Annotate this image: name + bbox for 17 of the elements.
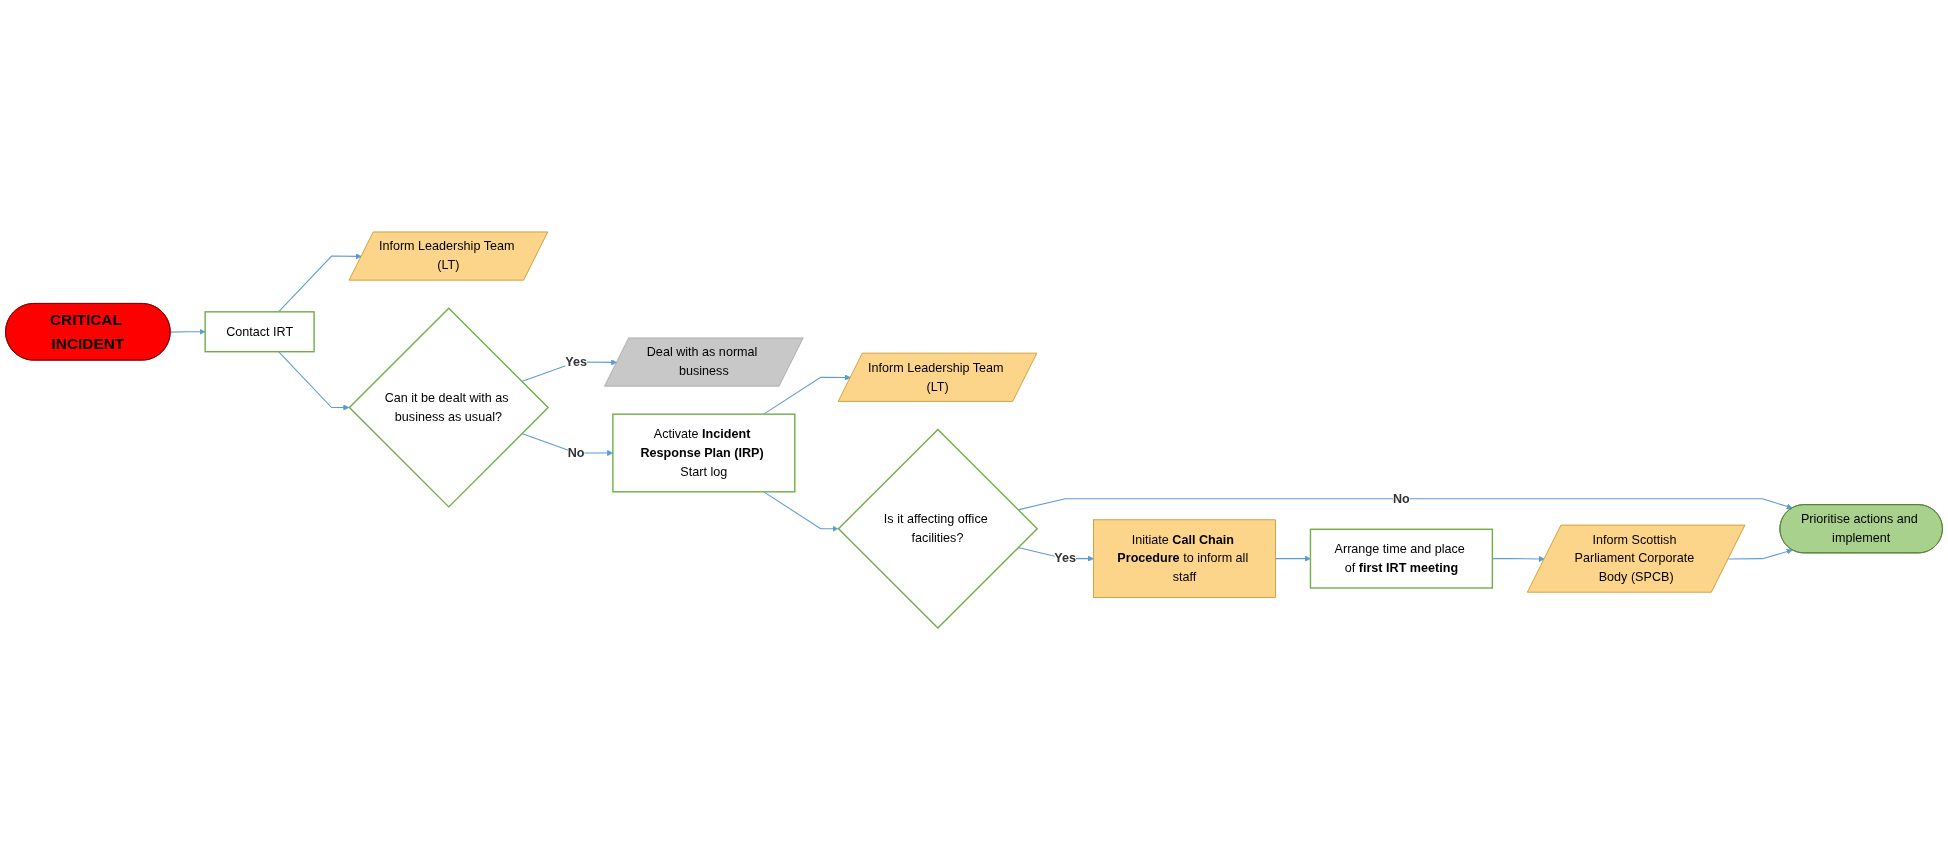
node-diamond: Is it affecting office facilities? — [837, 428, 1039, 630]
arrow — [763, 491, 839, 532]
node-box: Activate Incident Response Plan (IRP) Start log — [612, 413, 796, 493]
arrow — [1017, 498, 1793, 511]
edge-label: No — [1393, 491, 1410, 506]
arrow — [1728, 548, 1793, 560]
node-box: Initiate Call Chain Procedure to inform all staff — [1093, 519, 1276, 598]
arrow — [278, 351, 350, 411]
node-box: Contact IRT — [204, 311, 315, 353]
arrow — [1274, 555, 1311, 562]
edge-label: Yes — [565, 354, 587, 369]
node-box: Arrange time and place of first IRT meeting — [1309, 528, 1494, 589]
edge-label: No — [567, 445, 585, 460]
edge-label: Yes — [1054, 551, 1077, 566]
arrow — [170, 328, 206, 335]
arrow — [278, 253, 362, 313]
node-diamond: Can it be dealt with as business as usual? — [348, 307, 550, 508]
